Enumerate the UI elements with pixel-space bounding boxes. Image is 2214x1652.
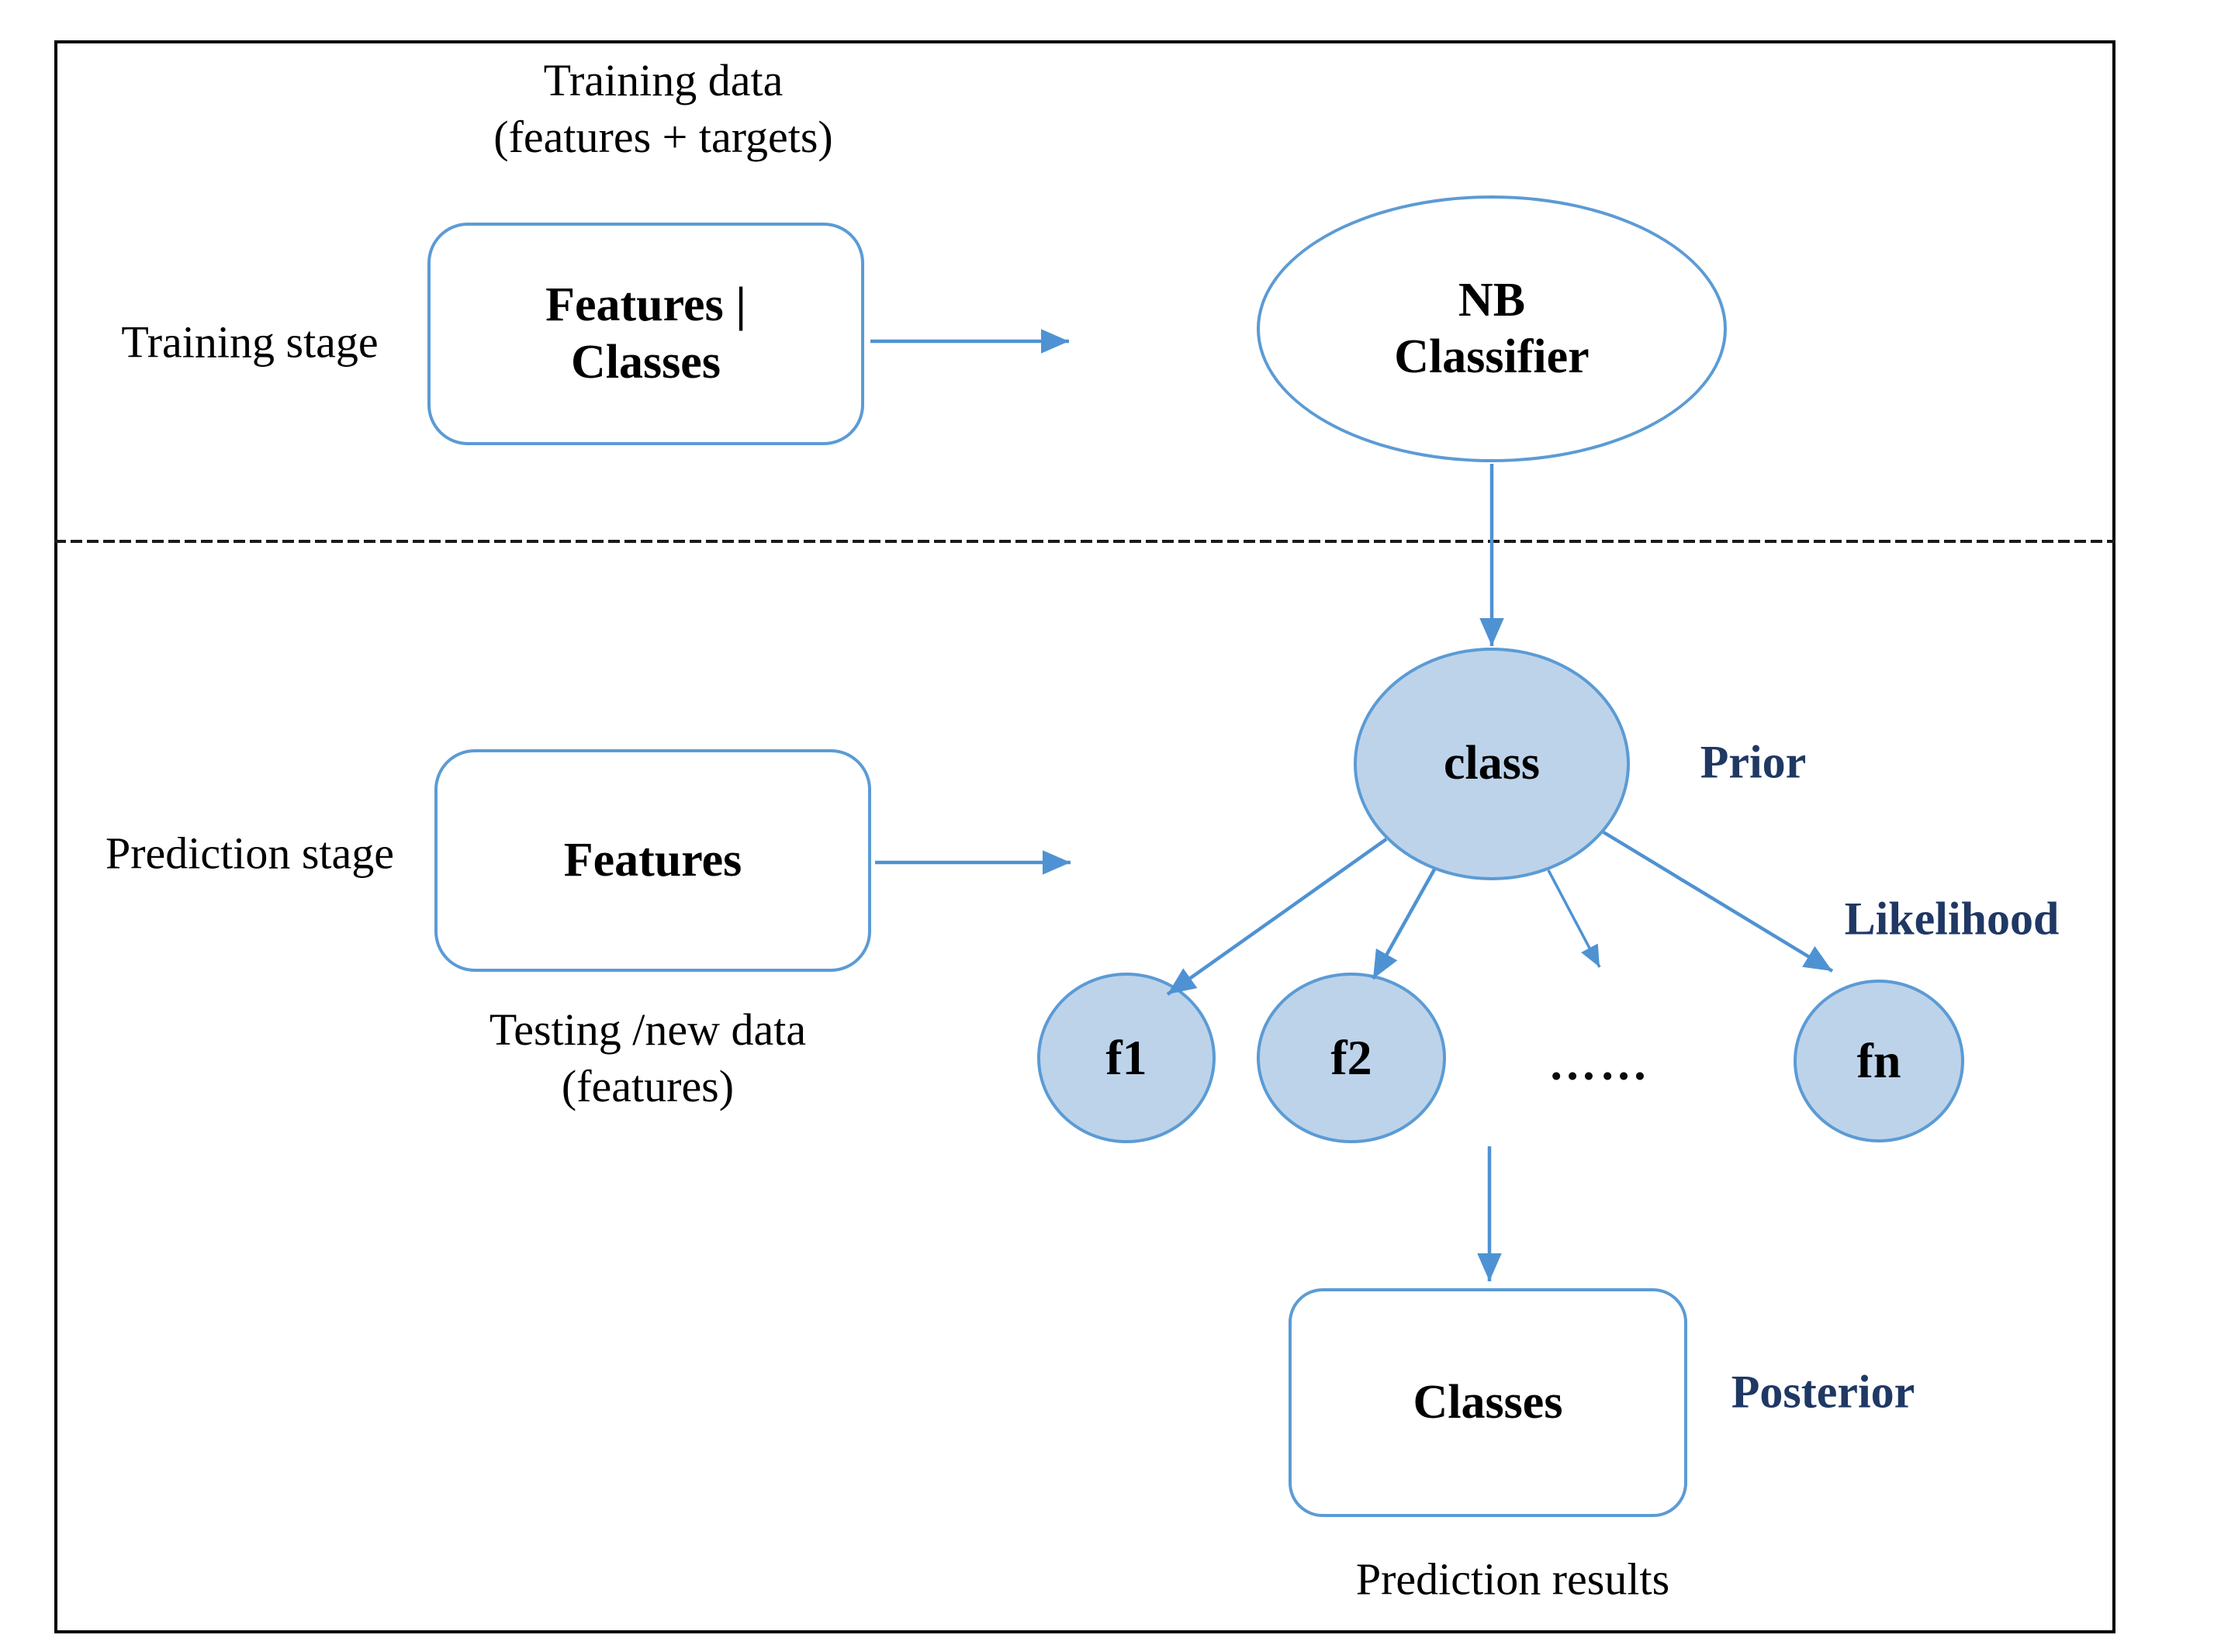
fn-node: fn bbox=[1794, 980, 1964, 1142]
classes-box: Classes bbox=[1289, 1288, 1687, 1517]
features-classes-box-line2: Classes bbox=[571, 335, 721, 389]
nb-classifier-node-line1: NB bbox=[1458, 273, 1526, 327]
training-data-caption: Training data (features + targets) bbox=[493, 52, 832, 165]
prediction-stage-label: Prediction stage bbox=[105, 828, 395, 879]
features-classes-box-line1: Features | bbox=[545, 278, 746, 332]
testing-data-caption-line1: Testing /new data bbox=[489, 1004, 807, 1055]
testing-data-caption-line2: (features) bbox=[561, 1061, 735, 1111]
ellipsis-dots: …… bbox=[1548, 1037, 1651, 1090]
features-classes-box: Features | Classes bbox=[427, 223, 864, 445]
nb-classifier-node-line2: Classifier bbox=[1394, 330, 1590, 383]
training-data-caption-line1: Training data bbox=[543, 54, 784, 105]
testing-data-caption: Testing /new data (features) bbox=[490, 1001, 806, 1115]
features-box: Features bbox=[434, 749, 871, 972]
training-stage-label: Training stage bbox=[121, 316, 379, 368]
outer-border bbox=[54, 40, 2115, 1633]
prediction-results-caption: Prediction results bbox=[1355, 1554, 1670, 1605]
posterior-label: Posterior bbox=[1731, 1366, 1915, 1418]
training-data-caption-line2: (features + targets) bbox=[493, 112, 833, 162]
f2-node: f2 bbox=[1257, 973, 1446, 1143]
class-node: class bbox=[1354, 648, 1630, 880]
nb-classifier-node: NB Classifier bbox=[1257, 195, 1727, 462]
likelihood-label: Likelihood bbox=[1844, 893, 2060, 945]
f1-node: f1 bbox=[1037, 973, 1216, 1143]
prior-label: Prior bbox=[1700, 736, 1807, 788]
